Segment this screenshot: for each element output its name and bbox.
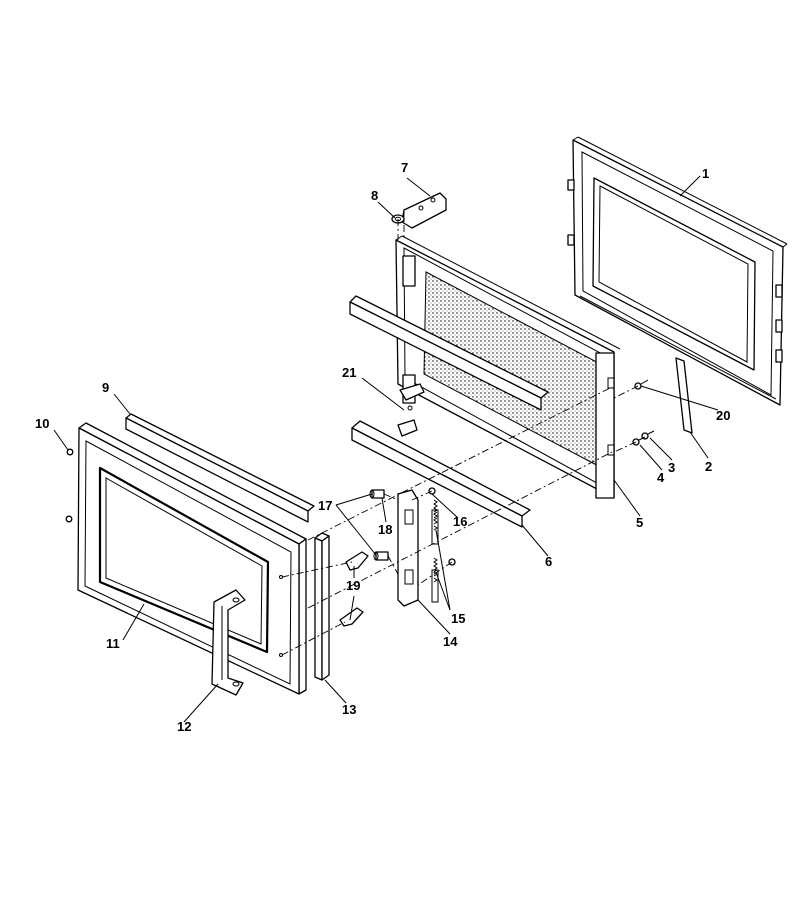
latch-pin-lower xyxy=(373,551,389,561)
callout-4: 4 xyxy=(657,470,665,485)
callout-20: 20 xyxy=(716,408,730,423)
callout-7: 7 xyxy=(401,160,408,175)
front-door xyxy=(77,422,307,695)
latch-hook-lower xyxy=(339,607,364,627)
callout-10: 10 xyxy=(35,416,49,431)
screw-10-top xyxy=(66,448,74,456)
screw-4 xyxy=(632,436,646,446)
latch-assembly xyxy=(397,489,419,607)
callout-18: 18 xyxy=(378,522,392,537)
callout-19: 19 xyxy=(346,578,360,593)
screw-10-bottom xyxy=(65,515,73,523)
latch-bracket xyxy=(397,383,425,437)
callout-9: 9 xyxy=(102,380,109,395)
callout-2: 2 xyxy=(705,459,712,474)
latch-pin-upper xyxy=(369,489,385,499)
callout-21: 21 xyxy=(342,365,356,380)
latch-hook-upper xyxy=(345,551,369,571)
assembly-guide-lines xyxy=(281,210,639,656)
door-handle xyxy=(211,589,246,696)
callout-11: 11 xyxy=(106,636,120,651)
top-trim-strip xyxy=(125,413,315,523)
callout-15: 15 xyxy=(451,611,465,626)
callout-8: 8 xyxy=(371,188,378,203)
callout-16: 16 xyxy=(453,514,467,529)
choke-bar-lower xyxy=(351,420,531,528)
callout-1: 1 xyxy=(702,166,709,181)
leader-lines xyxy=(53,175,719,723)
inner-door-frame xyxy=(395,235,621,499)
side-trim-strip xyxy=(314,532,330,681)
upper-hinge xyxy=(401,192,447,229)
latch-springs xyxy=(431,499,439,603)
callout-6: 6 xyxy=(545,554,552,569)
choke-bar-upper xyxy=(349,295,549,411)
outer-door-panel xyxy=(567,136,788,406)
choke-strip xyxy=(675,357,693,434)
callout-13: 13 xyxy=(342,702,356,717)
callout-5: 5 xyxy=(636,515,643,530)
callout-14: 14 xyxy=(443,634,458,649)
callout-12: 12 xyxy=(177,719,191,734)
callout-17: 17 xyxy=(318,498,332,513)
callout-labels: 1 2 3 4 5 6 7 8 9 10 11 12 13 14 15 16 1… xyxy=(35,160,730,734)
callout-3: 3 xyxy=(668,460,675,475)
